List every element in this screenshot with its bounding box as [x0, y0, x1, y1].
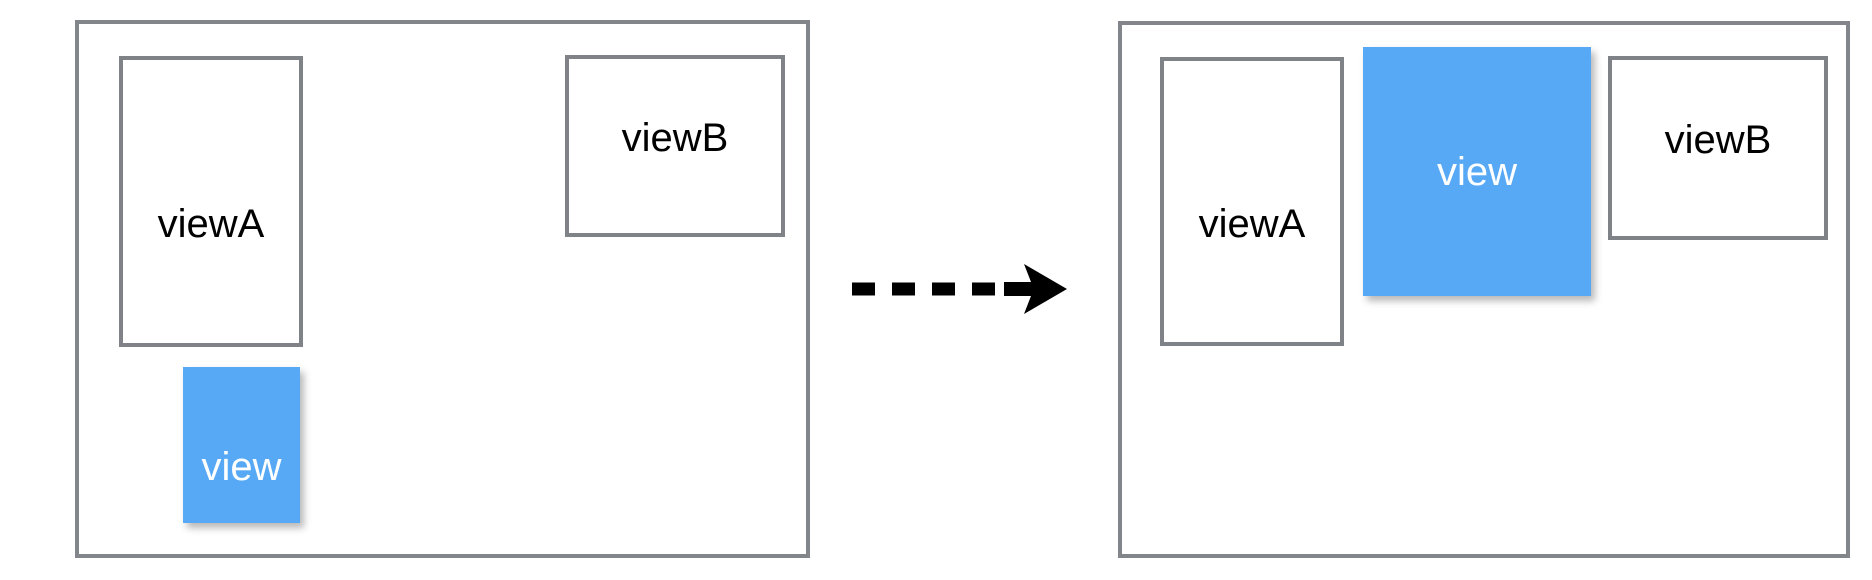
after-viewB-label: viewB: [1664, 118, 1772, 162]
before-viewA-box[interactable]: viewA: [119, 56, 303, 347]
arrow-head: [1004, 264, 1067, 314]
after-viewB-box[interactable]: viewB: [1608, 56, 1828, 240]
after-view-box[interactable]: view: [1363, 47, 1591, 296]
after-viewA-label: viewA: [1198, 201, 1306, 246]
transition-arrow: [848, 258, 1078, 320]
before-viewA-label: viewA: [157, 201, 265, 246]
after-view-label: view: [1436, 149, 1518, 194]
after-viewA-box[interactable]: viewA: [1160, 57, 1344, 346]
before-viewB-label: viewB: [621, 116, 729, 160]
before-view-label: view: [201, 445, 282, 489]
before-view-box[interactable]: view: [183, 367, 300, 523]
before-viewB-box[interactable]: viewB: [565, 55, 785, 237]
